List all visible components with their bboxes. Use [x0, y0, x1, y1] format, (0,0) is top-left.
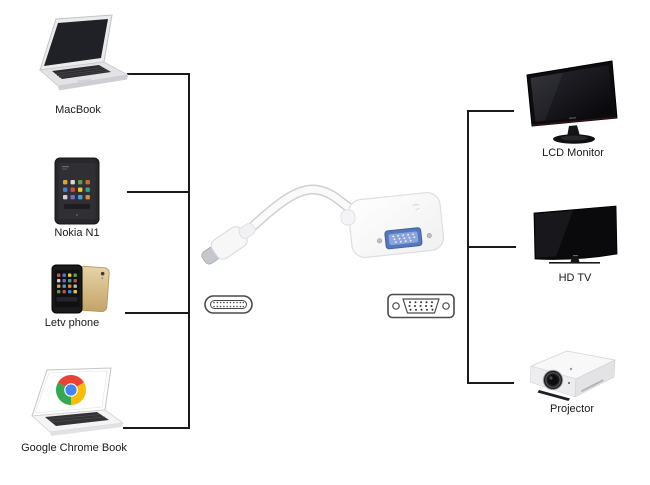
app-icon-grid: [57, 273, 77, 294]
connector-line-hd-tv: [467, 246, 516, 248]
left-bracket-vertical-line: [188, 73, 190, 429]
chrome-book-image: [22, 366, 127, 444]
hd-tv-image: [531, 204, 619, 272]
lcd-monitor-label: LCD Monitor: [542, 147, 604, 159]
projector-illustration: [529, 350, 616, 401]
hd-tv-label: HD TV: [558, 272, 592, 284]
projector-label: Projector: [549, 403, 595, 415]
connector-line-lcd-monitor: [467, 110, 514, 112]
vga-connector-icon: [387, 293, 455, 324]
connector-line-nokia-n1: [127, 191, 190, 193]
connector-line-letv-phone: [125, 312, 190, 314]
macbook-image: [27, 12, 132, 104]
connector-line-chrome-book: [123, 427, 190, 429]
usb-c-connector-icon: [204, 295, 253, 319]
adapter-body: [340, 192, 445, 258]
usb-c-to-vga-adapter-illustration: [201, 184, 445, 265]
connector-line-projector: [467, 382, 514, 384]
chrome-book-label: Google Chrome Book: [21, 442, 127, 454]
app-icon-grid: [63, 180, 90, 200]
usb-c-plug: [201, 223, 256, 265]
letv-phone-label: Letv phone: [44, 317, 100, 329]
connector-line-macbook: [127, 73, 190, 75]
macbook-illustration: [39, 14, 130, 91]
lcd-monitor-illustration: [526, 60, 618, 144]
hd-tv-illustration: [533, 205, 618, 264]
chrome-book-illustration: [31, 367, 125, 436]
letv-phone-image: [46, 264, 118, 318]
nokia-n1-image: [52, 157, 102, 227]
projector-image: [524, 347, 620, 404]
usb-c-to-vga-adapter-image: [190, 178, 455, 270]
nokia-n1-label: Nokia N1: [54, 227, 100, 239]
lcd-monitor-image: [523, 58, 623, 146]
macbook-label: MacBook: [55, 104, 101, 116]
nokia-n1-illustration: [54, 157, 100, 225]
letv-phone-illustration: [51, 264, 110, 314]
chrome-logo: [55, 374, 87, 405]
